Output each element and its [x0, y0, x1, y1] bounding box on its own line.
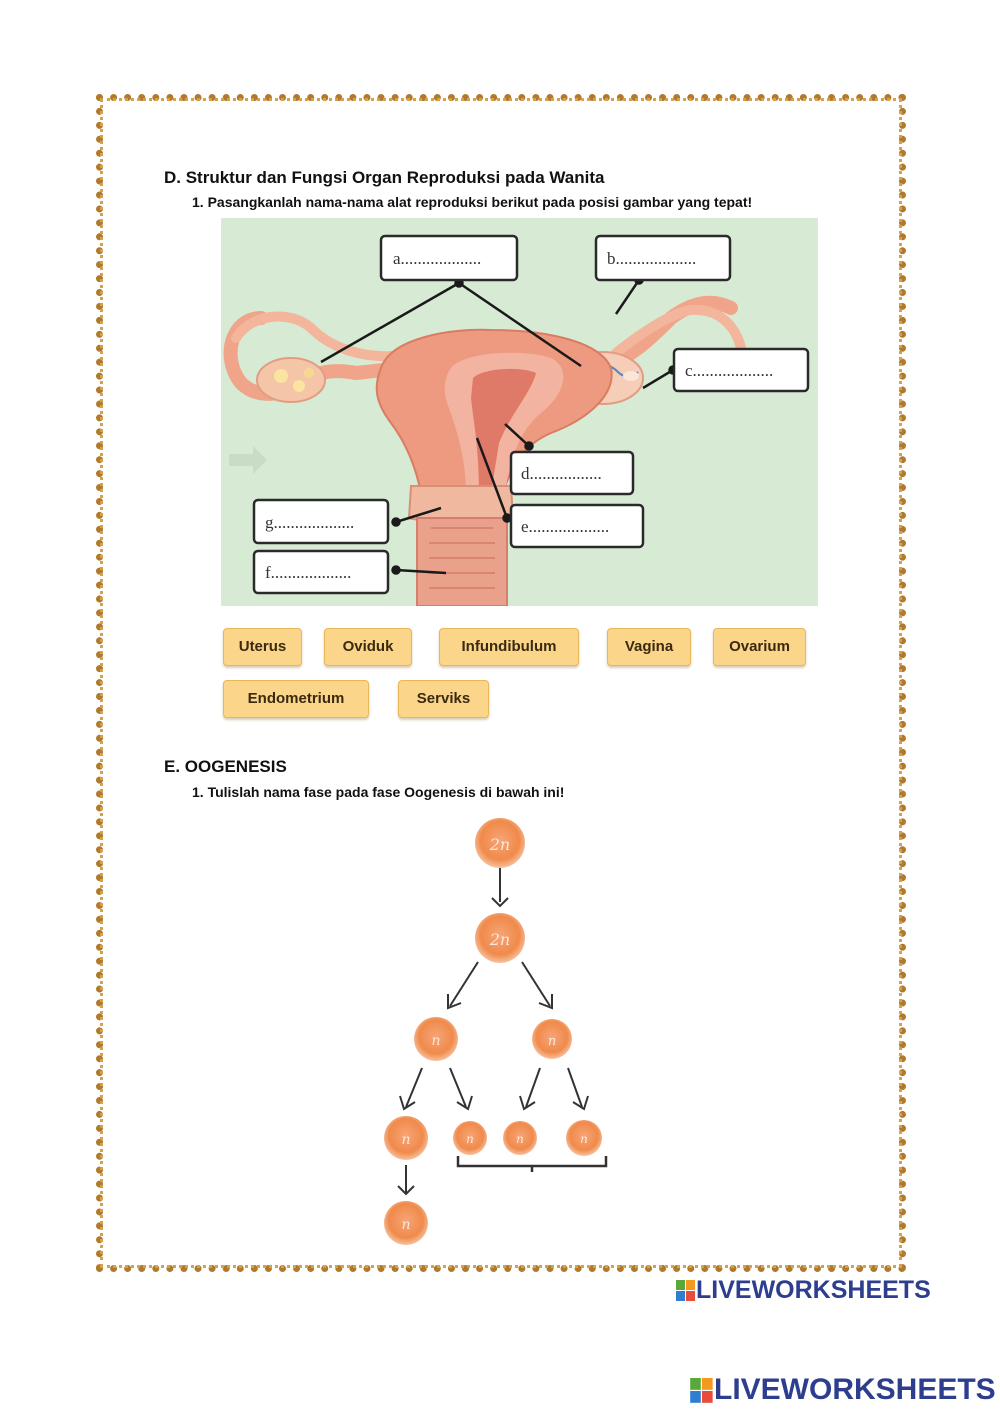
liveworksheets-logo-1: LIVEWORKSHEETS — [676, 1276, 931, 1305]
label-a[interactable]: a................... — [393, 249, 481, 268]
liveworksheets-mark-icon — [690, 1378, 713, 1403]
svg-text:n: n — [548, 1034, 556, 1049]
cell-9: n — [384, 1201, 428, 1245]
arrow-7 — [567, 1067, 583, 1108]
arrow-5 — [449, 1067, 467, 1108]
liveworksheets-text-2: LIVEWORKSHEETS — [714, 1373, 996, 1406]
cell-8: n — [566, 1120, 602, 1156]
svg-text:n: n — [516, 1132, 524, 1146]
option-infundibulum[interactable]: Infundibulum — [439, 628, 579, 666]
reproductive-organs-illustration: a................... b..................… — [223, 234, 810, 606]
label-f[interactable]: f................... — [265, 563, 351, 582]
arrow-6 — [525, 1067, 541, 1108]
section-d-question: 1. Pasangkanlah nama-nama alat reproduks… — [192, 194, 753, 210]
option-vagina[interactable]: Vagina — [607, 628, 691, 666]
cell-7: n — [503, 1121, 537, 1155]
svg-text:n: n — [580, 1132, 588, 1146]
option-uterus[interactable]: Uterus — [223, 628, 302, 666]
liveworksheets-mark-icon — [676, 1280, 695, 1302]
option-endometrium[interactable]: Endometrium — [223, 680, 369, 718]
label-b[interactable]: b................... — [607, 249, 696, 268]
arrow-4 — [405, 1067, 423, 1108]
female-reproductive-diagram: a................... b..................… — [221, 218, 818, 606]
cell-6: n — [453, 1121, 487, 1155]
decorative-border-inner — [100, 98, 902, 1268]
section-e-title: E. OOGENESIS — [164, 757, 287, 776]
option-serviks[interactable]: Serviks — [398, 680, 489, 718]
decorative-border — [96, 94, 906, 1272]
label-g[interactable]: g................... — [265, 513, 354, 532]
liveworksheets-text-1: LIVEWORKSHEETS — [696, 1276, 931, 1304]
cell-4: n — [532, 1019, 572, 1059]
label-d[interactable]: d................. — [521, 464, 602, 483]
svg-text:n: n — [466, 1132, 474, 1146]
svg-text:2n: 2n — [489, 835, 510, 854]
cell-3: n — [414, 1017, 458, 1061]
svg-text:n: n — [431, 1033, 440, 1049]
arrow-2 — [449, 961, 479, 1007]
label-e[interactable]: e................... — [521, 517, 609, 536]
oogenesis-diagram: 2n 2n n n n n n n n — [384, 818, 608, 1245]
cell-1: 2n — [475, 818, 525, 868]
section-d-title: D. Struktur dan Fungsi Organ Reproduksi … — [164, 168, 605, 187]
arrow-3 — [521, 961, 551, 1007]
svg-text:n: n — [401, 1217, 410, 1233]
cell-2: 2n — [475, 913, 525, 963]
section-e-question: 1. Tulislah nama fase pada fase Oogenesi… — [192, 784, 565, 800]
svg-text:n: n — [401, 1132, 410, 1148]
label-c[interactable]: c................... — [685, 361, 773, 380]
liveworksheets-logo-2: LIVEWORKSHEETS — [690, 1373, 996, 1407]
option-ovarium[interactable]: Ovarium — [713, 628, 806, 666]
option-oviduk[interactable]: Oviduk — [324, 628, 412, 666]
cell-5: n — [384, 1116, 428, 1160]
svg-text:2n: 2n — [489, 930, 510, 949]
